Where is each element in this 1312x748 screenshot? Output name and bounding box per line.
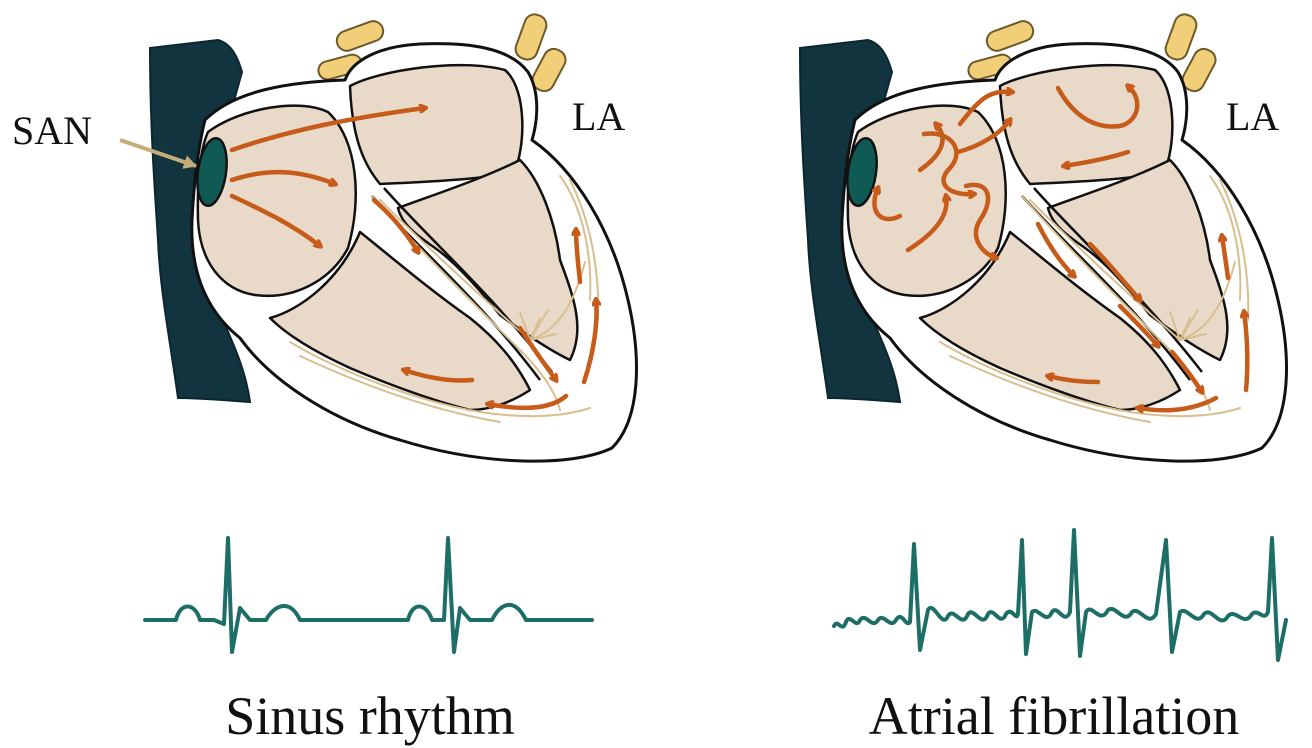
left-atrium-label-left: LA — [572, 94, 625, 139]
heart-sinus-icon — [120, 12, 636, 462]
left-atrium-label-right: LA — [1226, 94, 1279, 139]
san-label: SAN — [12, 108, 92, 153]
heart-afib-icon — [800, 12, 1286, 462]
caption-sinus-rhythm: Sinus rhythm — [225, 686, 515, 746]
ecg-sinus-rhythm — [145, 538, 592, 652]
ecg-atrial-fibrillation — [834, 530, 1286, 660]
caption-atrial-fibrillation: Atrial fibrillation — [869, 686, 1239, 746]
